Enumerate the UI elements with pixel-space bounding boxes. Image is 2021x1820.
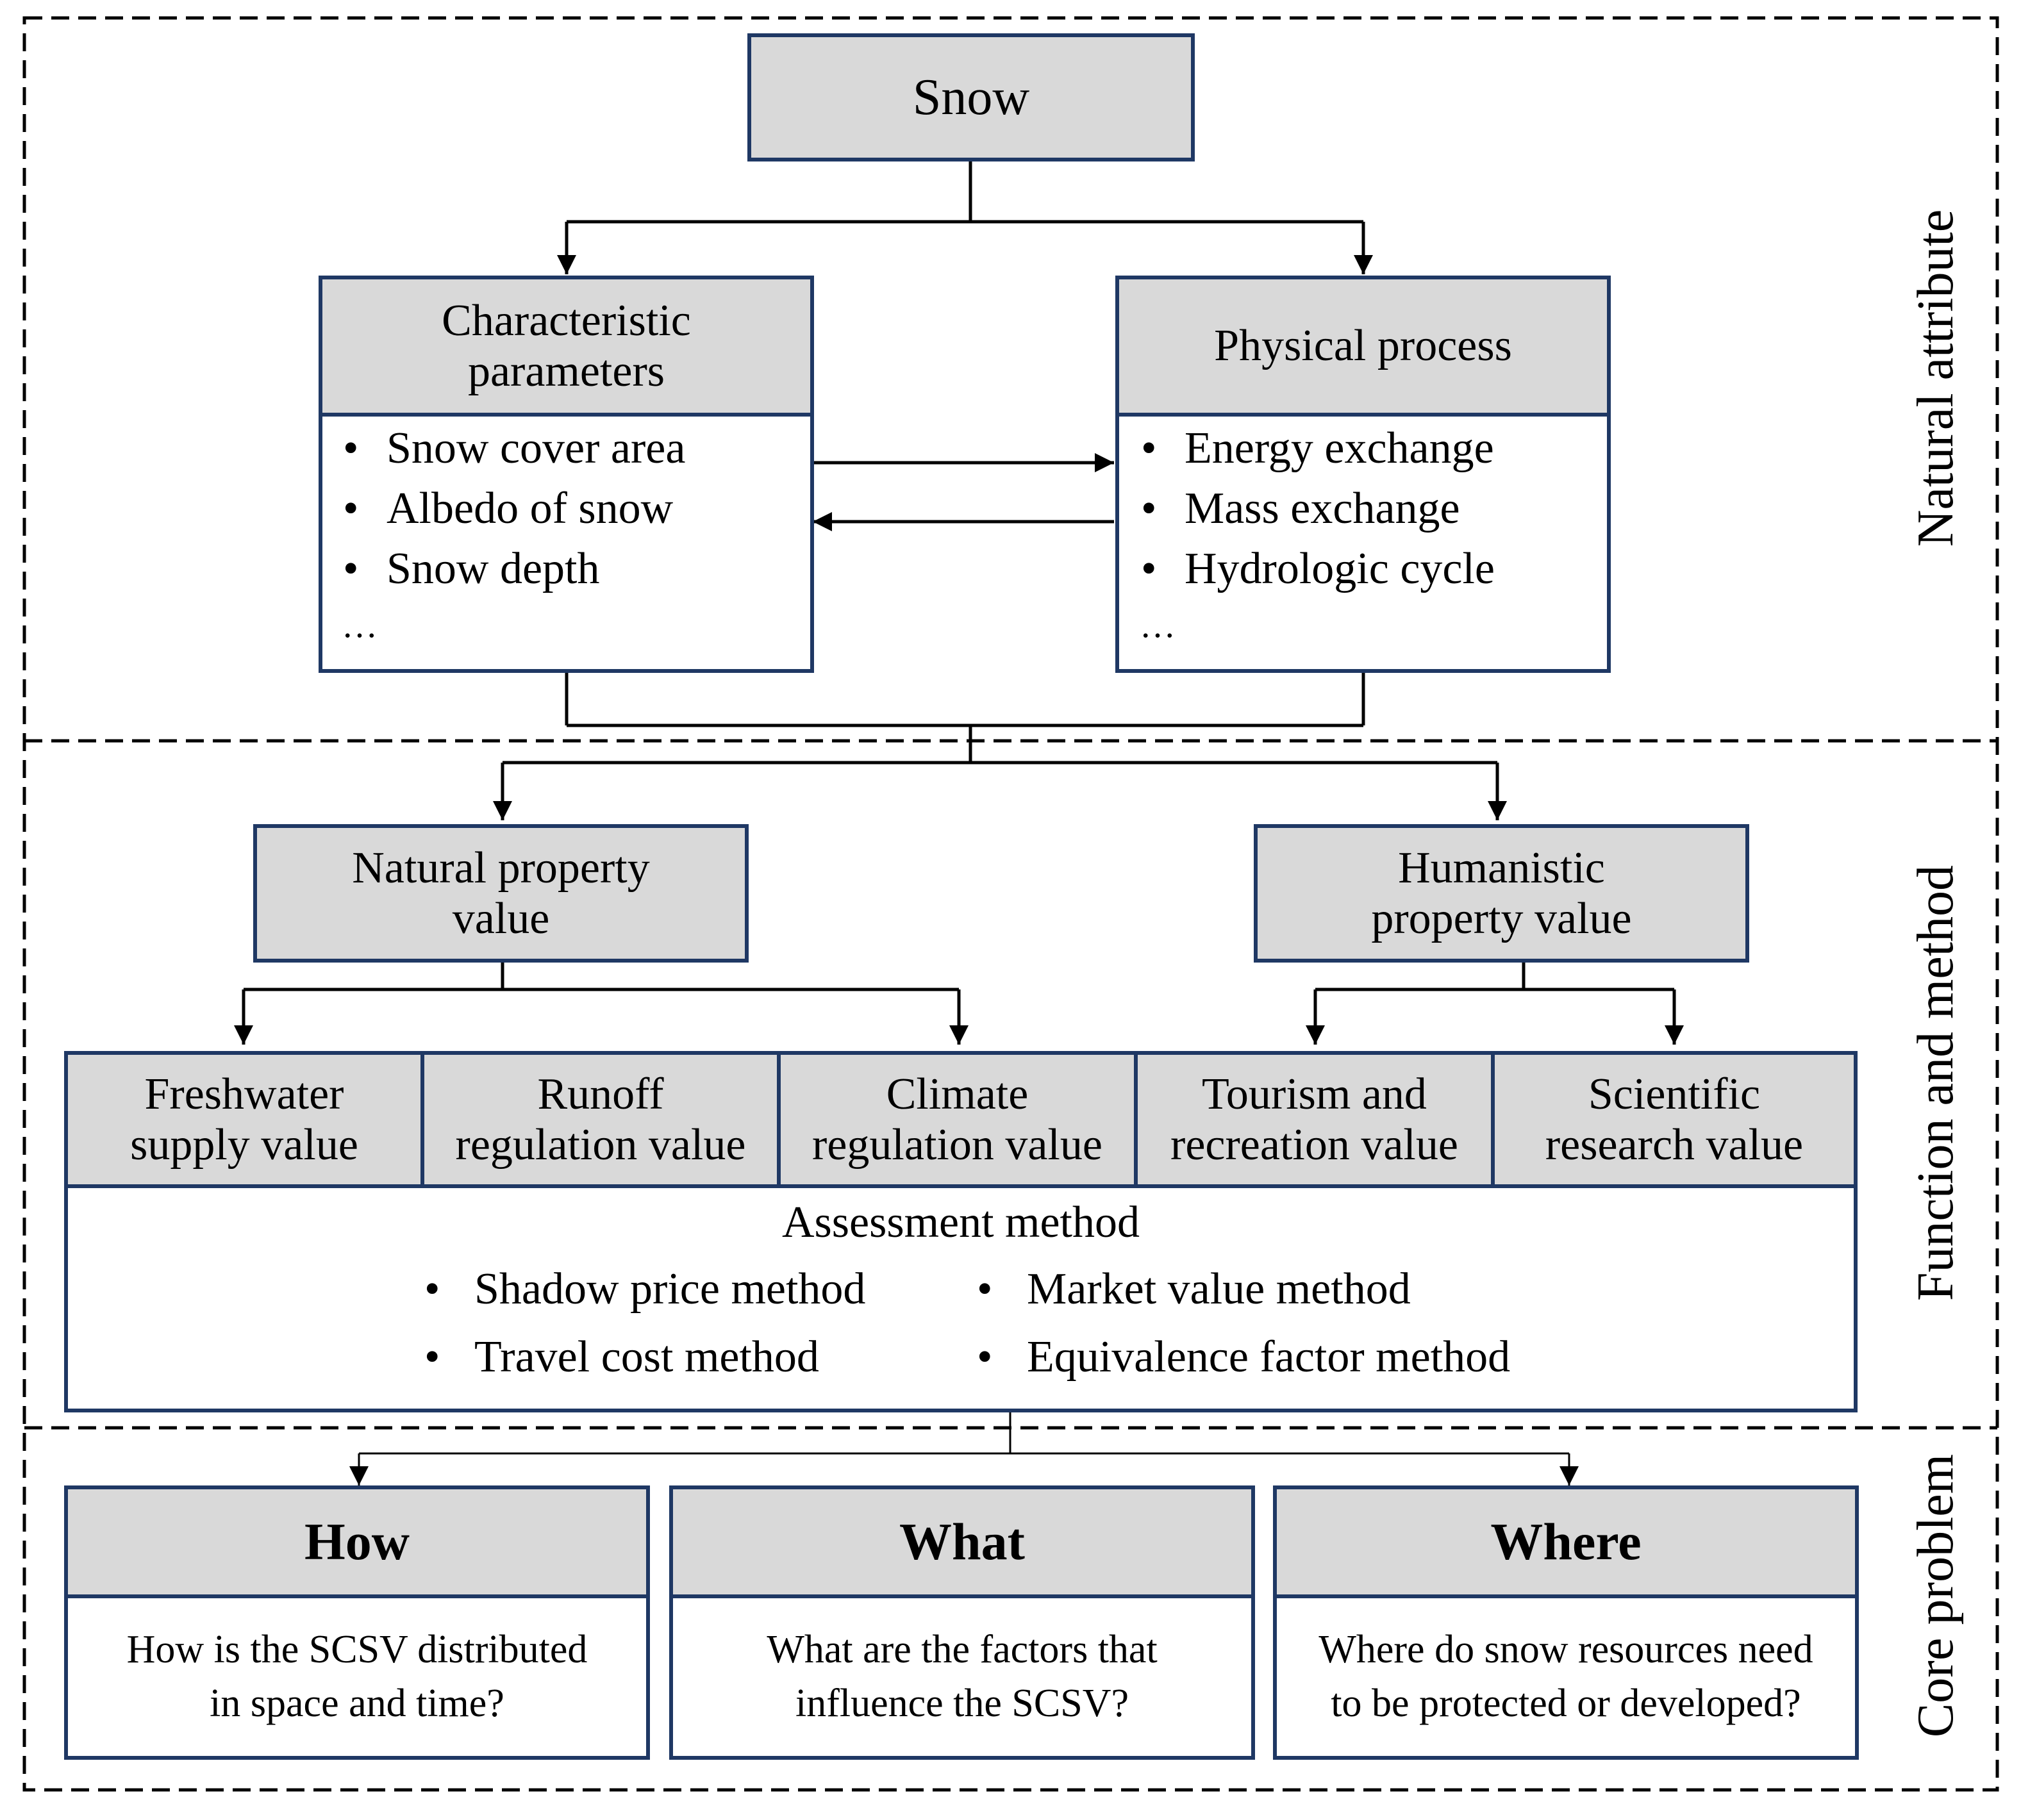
physical-list: •Energy exchange •Mass exchange •Hydrolo… [1141, 424, 1495, 593]
core-question-what: What are the factors that influence the … [673, 1598, 1251, 1756]
question-line: to be protected or developed? [1331, 1682, 1801, 1725]
value-cell-freshwater: Freshwater supply value [64, 1051, 424, 1188]
assessment-title: Assessment method [781, 1198, 1140, 1247]
value-line: Climate [886, 1069, 1029, 1119]
core-title: What [899, 1512, 1025, 1571]
value-line: research value [1545, 1120, 1804, 1170]
snow-label: Snow [912, 69, 1030, 126]
section-label-natural-attribute: Natural attribute [1908, 209, 1964, 547]
question-line: What are the factors that [767, 1628, 1158, 1672]
natural-property-line-2: value [452, 894, 550, 943]
value-line: supply value [130, 1120, 358, 1170]
value-cell-climate: Climate regulation value [777, 1051, 1138, 1188]
humanistic-property-line-1: Humanistic [1398, 843, 1605, 893]
question-line: Where do snow resources need [1318, 1628, 1813, 1672]
value-cell-runoff: Runoff regulation value [420, 1051, 781, 1188]
characteristic-list: •Snow cover area •Albedo of snow •Snow d… [343, 424, 686, 593]
snow-box: Snow [747, 33, 1195, 161]
section-label-core-problem: Core problem [1908, 1453, 1964, 1738]
value-line: regulation value [812, 1120, 1102, 1170]
natural-property-box: Natural property value [253, 824, 749, 963]
value-line: Freshwater [144, 1069, 344, 1119]
value-line: regulation value [455, 1120, 746, 1170]
core-question-where: Where do snow resources need to be prote… [1277, 1598, 1855, 1756]
question-line: How is the SCSV distributed [126, 1628, 588, 1672]
characteristic-ellipsis: … [342, 606, 378, 645]
value-cell-scientific: Scientific research value [1491, 1051, 1858, 1188]
value-line: Scientific [1588, 1069, 1761, 1119]
core-title: Where [1490, 1512, 1642, 1571]
value-line: Tourism and [1202, 1069, 1427, 1119]
question-line: influence the SCSV? [795, 1682, 1129, 1725]
natural-property-line-1: Natural property [352, 843, 650, 893]
core-header-what: What [669, 1485, 1255, 1598]
value-cell-tourism: Tourism and recreation value [1134, 1051, 1495, 1188]
outer-frame [22, 16, 1999, 1792]
section-label-function-method: Function and method [1908, 865, 1964, 1301]
characteristic-header: Characteristic parameters [319, 276, 814, 417]
physical-ellipsis: … [1140, 606, 1176, 645]
core-question-how: How is the SCSV distributed in space and… [68, 1598, 646, 1756]
value-line: recreation value [1170, 1120, 1458, 1170]
core-header-where: Where [1273, 1485, 1859, 1598]
physical-header: Physical process [1115, 276, 1611, 417]
value-line: Runoff [537, 1069, 664, 1119]
core-title: How [304, 1512, 410, 1571]
assessment-methods: •Shadow price method •Market value metho… [424, 1264, 1511, 1382]
question-line: in space and time? [210, 1682, 504, 1725]
humanistic-property-line-2: property value [1371, 894, 1632, 943]
physical-title: Physical process [1214, 321, 1512, 371]
characteristic-title-line-2: parameters [467, 347, 665, 396]
humanistic-property-box: Humanistic property value [1254, 824, 1749, 963]
characteristic-title-line-1: Characteristic [442, 295, 691, 345]
core-header-how: How [64, 1485, 650, 1598]
